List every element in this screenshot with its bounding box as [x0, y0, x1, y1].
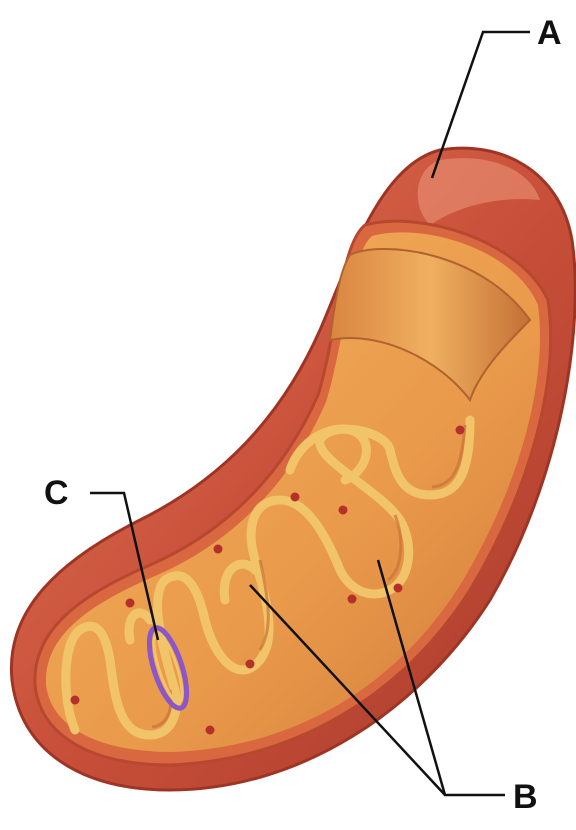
label-b: B [513, 780, 538, 814]
label-a: A [537, 16, 562, 50]
label-c: C [44, 476, 69, 510]
